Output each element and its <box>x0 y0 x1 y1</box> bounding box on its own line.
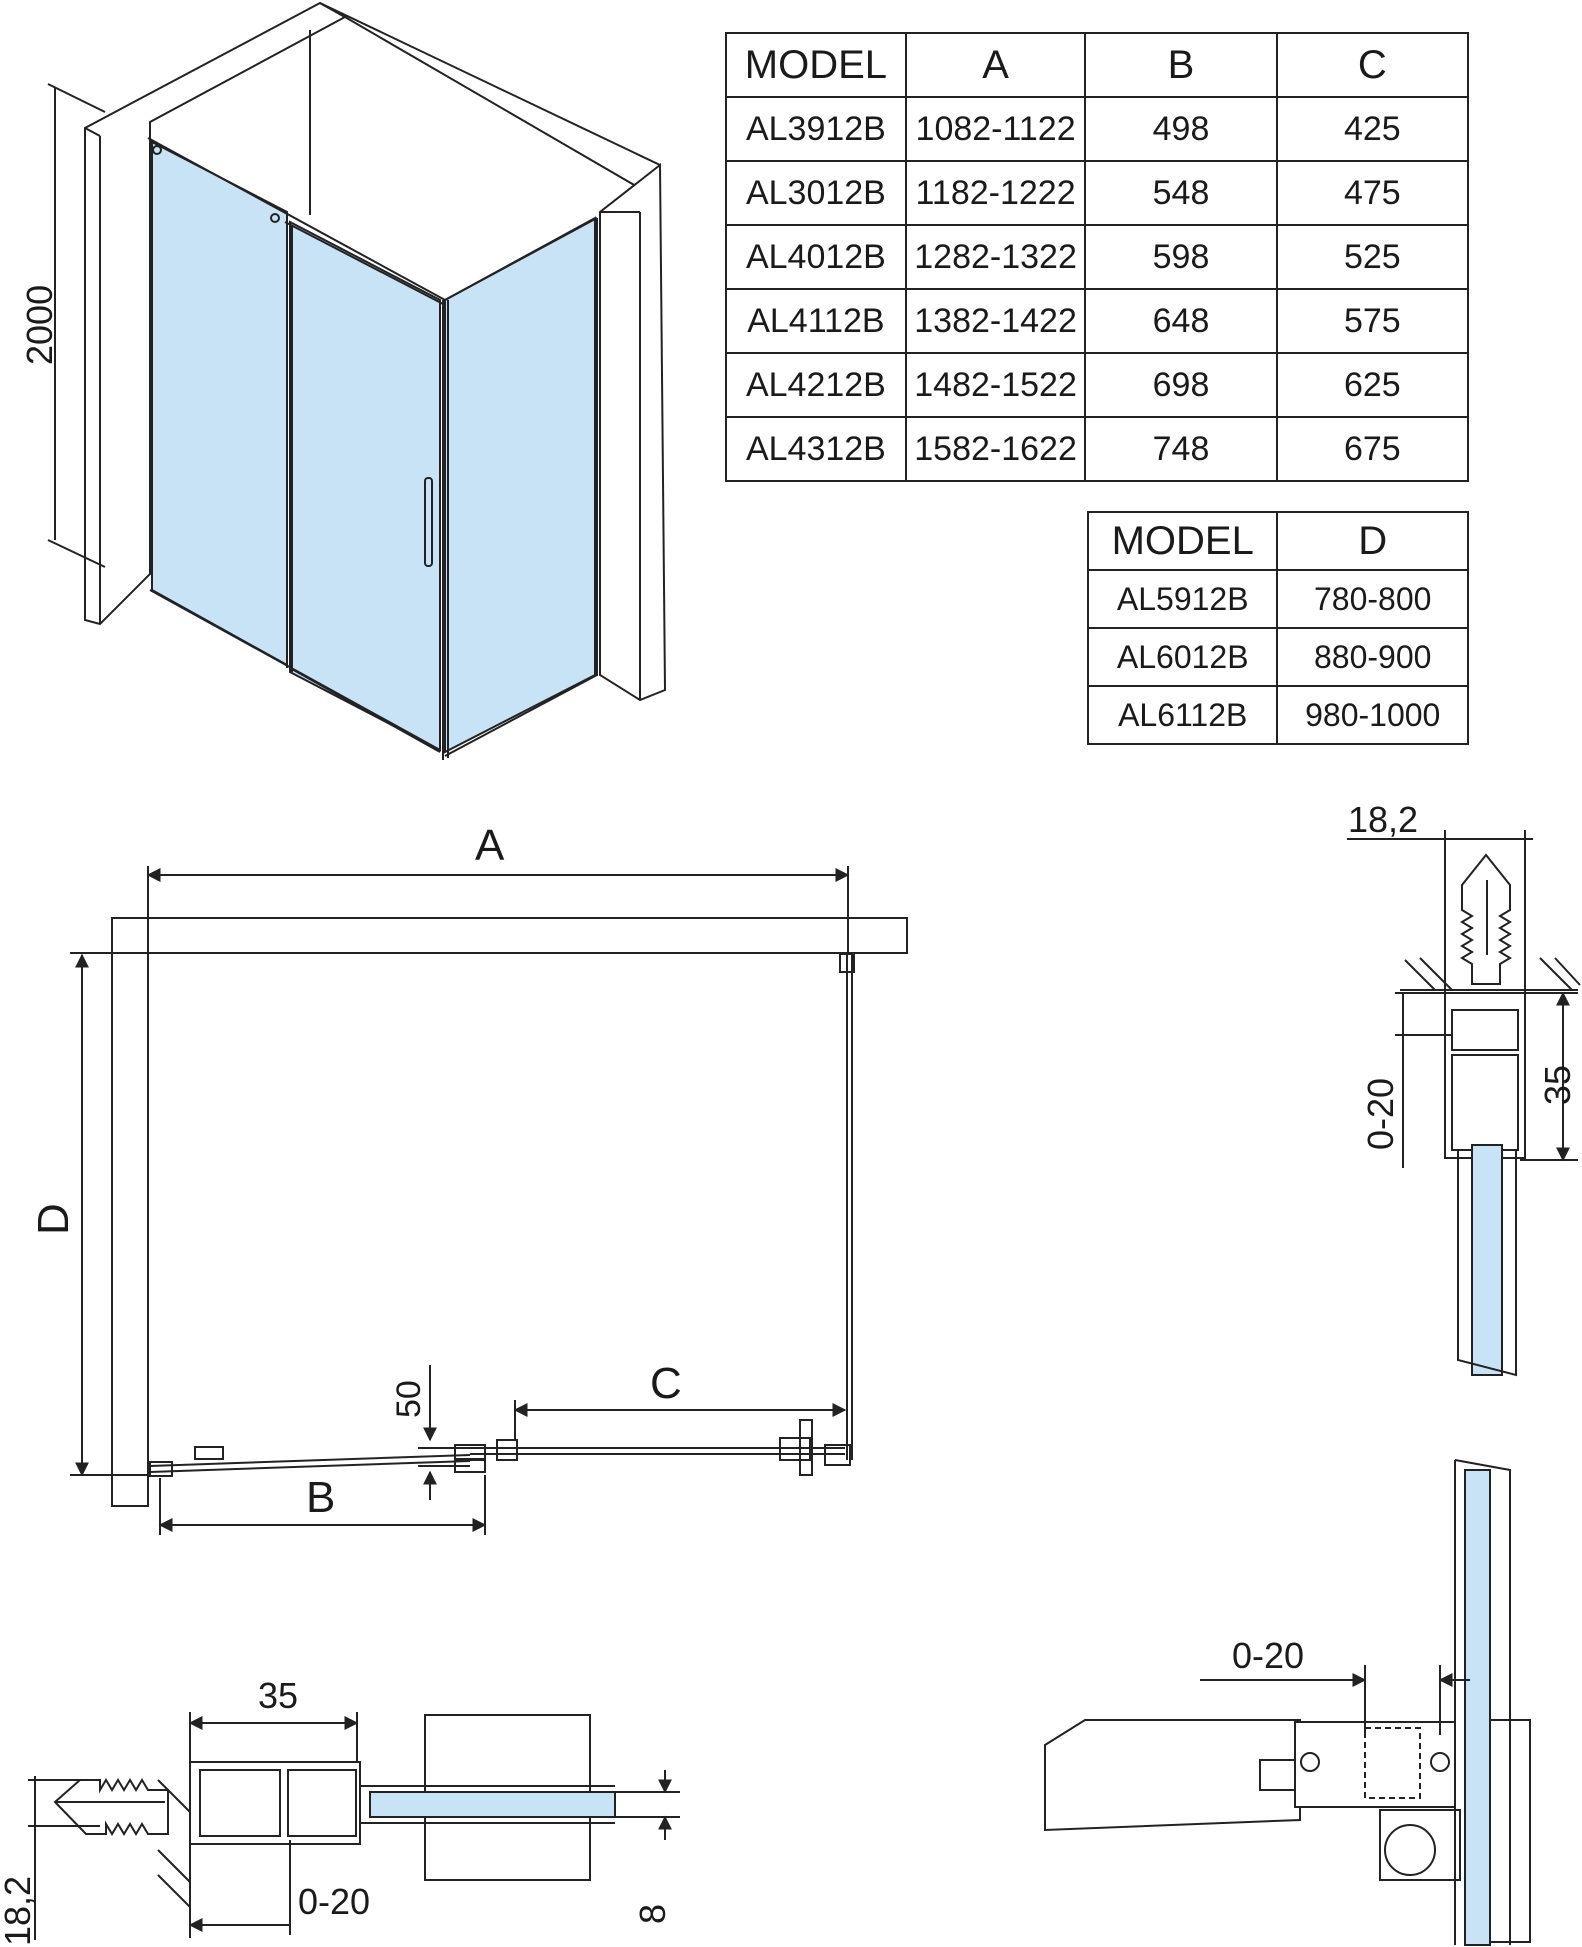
cell-c: 675 <box>1275 416 1470 482</box>
iso-frame <box>147 137 598 760</box>
corner-vertical-glass <box>1464 1469 1491 1946</box>
iso-fixed-glass-panel <box>151 140 288 667</box>
cell-a: 1082-1122 <box>904 96 1087 162</box>
cell-b: 498 <box>1084 96 1278 162</box>
plan-left-wall <box>111 917 149 1507</box>
table-row: AL6012B 880-900 <box>1086 627 1469 687</box>
cell-a: 1282-1322 <box>904 224 1087 290</box>
detail-corner-connector <box>1044 1459 1531 1946</box>
header-model: MODEL <box>725 32 907 98</box>
iso-height-label: 2000 <box>19 285 60 365</box>
plan-view <box>70 866 908 1535</box>
dimension-table-d: MODEL D AL5912B 780-800 AL6012B 880-900 … <box>1086 511 1469 745</box>
label-50: 50 <box>390 1380 428 1418</box>
bottom-glass-pane <box>369 1791 616 1818</box>
dimension-50 <box>418 1365 470 1500</box>
dimension-d <box>70 952 150 1477</box>
bottom-wall-profile <box>189 1761 361 1845</box>
cell-b: 598 <box>1084 224 1278 290</box>
cell-model: AL6012B <box>1086 627 1279 687</box>
cell-b: 548 <box>1084 160 1278 226</box>
detail-bottom-depth-label: 35 <box>258 1675 298 1716</box>
header-c: C <box>1275 32 1470 98</box>
cell-a: 1582-1622 <box>904 416 1087 482</box>
cell-model: AL4212B <box>725 352 907 418</box>
iso-height-dimension <box>47 83 106 568</box>
cell-model: AL4312B <box>725 416 907 482</box>
table-header-row: MODEL A B C <box>725 32 1470 98</box>
label-a: A <box>475 821 505 870</box>
detail-wall-profile-top <box>1347 830 1581 1377</box>
cell-d: 980-1000 <box>1276 685 1469 745</box>
plan-back-wall <box>111 917 908 954</box>
cell-c: 575 <box>1275 288 1470 354</box>
table-row: AL4112B 1382-1422 648 575 <box>725 288 1470 354</box>
iso-sliding-door-panel <box>289 220 441 752</box>
cell-b: 698 <box>1084 352 1278 418</box>
cell-model: AL4012B <box>725 224 907 290</box>
header-model: MODEL <box>1086 511 1279 571</box>
cell-c: 525 <box>1275 224 1470 290</box>
table-row: AL4012B 1282-1322 598 525 <box>725 224 1470 290</box>
isometric-view <box>47 1 667 760</box>
detail-wall-profile-bottom <box>28 1712 680 1940</box>
label-d: D <box>29 1203 78 1235</box>
cell-model: AL4112B <box>725 288 907 354</box>
header-d: D <box>1276 511 1469 571</box>
detail-bottom-width-label: 18,2 <box>0 1876 38 1946</box>
corner-connector-block <box>1294 1721 1456 1808</box>
label-b: B <box>306 1473 335 1522</box>
wall-profile <box>1444 992 1526 1159</box>
screw-icon <box>1300 1752 1320 1772</box>
cell-model: AL3912B <box>725 96 907 162</box>
detail-bottom-glass-label: 8 <box>632 1904 673 1924</box>
cell-model: AL5912B <box>1086 569 1279 629</box>
cell-c: 425 <box>1275 96 1470 162</box>
cell-d: 780-800 <box>1276 569 1469 629</box>
cell-a: 1482-1522 <box>904 352 1087 418</box>
plan-door-panels <box>149 1419 851 1477</box>
dimension-a <box>146 866 850 955</box>
table-row: AL4212B 1482-1522 698 625 <box>725 352 1470 418</box>
cell-a: 1382-1422 <box>904 288 1087 354</box>
glass-pane <box>1471 1144 1503 1376</box>
cell-b: 648 <box>1084 288 1278 354</box>
iso-walls <box>84 1 667 702</box>
header-a: A <box>904 32 1087 98</box>
header-b: B <box>1084 32 1278 98</box>
cell-c: 475 <box>1275 160 1470 226</box>
dimension-b <box>158 1475 487 1535</box>
table-row: AL3912B 1082-1122 498 425 <box>725 96 1470 162</box>
detail-corner-adjust-label: 0-20 <box>1232 1635 1304 1676</box>
cell-a: 1182-1222 <box>904 160 1087 226</box>
cell-model: AL6112B <box>1086 685 1279 745</box>
wall-hatch <box>1400 957 1581 991</box>
table-row: AL6112B 980-1000 <box>1086 685 1469 745</box>
label-c: C <box>650 1359 682 1408</box>
table-row: AL5912B 780-800 <box>1086 569 1469 629</box>
cell-b: 748 <box>1084 416 1278 482</box>
table-row: AL4312B 1582-1622 748 675 <box>725 416 1470 482</box>
cell-model: AL3012B <box>725 160 907 226</box>
detail-top-adjust-label: 0-20 <box>1360 1078 1401 1150</box>
detail-top-width-label: 18,2 <box>1348 799 1418 840</box>
dimension-c <box>513 1400 847 1440</box>
detail-bottom-adjust-label: 0-20 <box>298 1881 370 1922</box>
iso-side-panel <box>444 216 596 754</box>
screw-icon <box>1430 1752 1450 1772</box>
cell-d: 880-900 <box>1276 627 1469 687</box>
table-row: AL3012B 1182-1222 548 475 <box>725 160 1470 226</box>
cell-c: 625 <box>1275 352 1470 418</box>
detail-top-depth-label: 35 <box>1537 1065 1578 1105</box>
table-header-row: MODEL D <box>1086 511 1469 571</box>
dimension-table-abc: MODEL A B C AL3912B 1082-1122 498 425 AL… <box>725 32 1470 482</box>
